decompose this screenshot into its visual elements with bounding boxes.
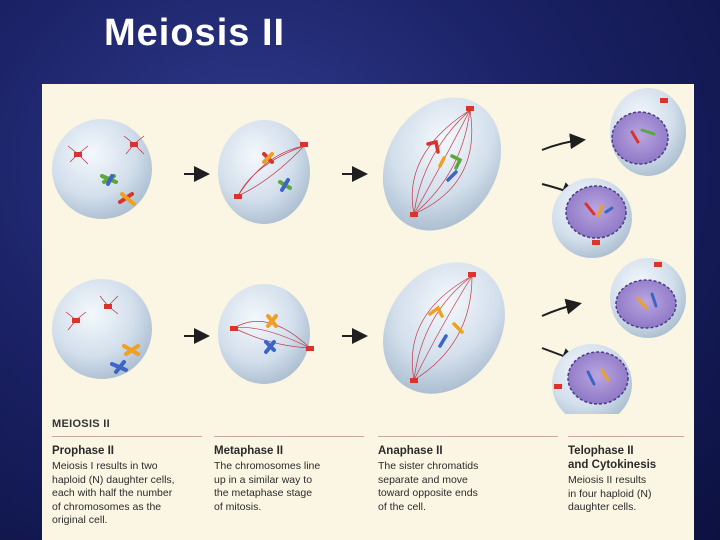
stage-name: Metaphase II (214, 444, 370, 458)
arrow-icon (542, 140, 582, 150)
slide-title: Meiosis II (104, 12, 285, 55)
divider (568, 436, 684, 437)
metaphase-cell-bottom (218, 284, 314, 384)
anaphase-cell-top (359, 84, 524, 252)
daughter-cell-3 (610, 258, 686, 338)
nucleus (616, 280, 676, 328)
stage-prophase-ii: Prophase II Meiosis I results in two hap… (52, 444, 208, 528)
daughter-cell-1 (610, 88, 686, 176)
cell-diagram (42, 84, 694, 414)
prophase-cell-bottom (52, 279, 152, 379)
divider (378, 436, 558, 437)
stage-description: The sister chromatids separate and move … (378, 460, 554, 514)
divider (52, 436, 202, 437)
stage-description: Meiosis I results in two haploid (N) dau… (52, 460, 208, 528)
meiosis-ii-figure: MEIOSIS II Prophase II Meiosis I results… (42, 84, 694, 540)
stage-name: Anaphase II (378, 444, 554, 458)
stage-metaphase-ii: Metaphase II The chromosomes line up in … (214, 444, 370, 514)
daughter-cell-4 (552, 344, 632, 414)
arrow-icon (542, 304, 578, 316)
stage-description: The chromosomes line up in a similar way… (214, 460, 370, 514)
stage-anaphase-ii: Anaphase II The sister chromatids separa… (378, 444, 554, 514)
stage-name: Telophase II and Cytokinesis (568, 444, 688, 472)
stage-description: Meiosis II results in four haploid (N) d… (568, 474, 688, 515)
nucleus (568, 352, 628, 404)
stage-name: Prophase II (52, 444, 208, 458)
section-label: MEIOSIS II (52, 418, 110, 430)
stage-labels: MEIOSIS II Prophase II Meiosis I results… (42, 414, 694, 540)
prophase-cell-top (52, 119, 152, 219)
metaphase-cell-top (218, 120, 310, 224)
nucleus (612, 112, 668, 164)
stage-telophase-ii: Telophase II and Cytokinesis Meiosis II … (568, 444, 688, 515)
anaphase-cell-bottom (358, 239, 530, 414)
daughter-cell-2 (552, 178, 632, 258)
divider (214, 436, 364, 437)
nucleus (566, 186, 626, 238)
